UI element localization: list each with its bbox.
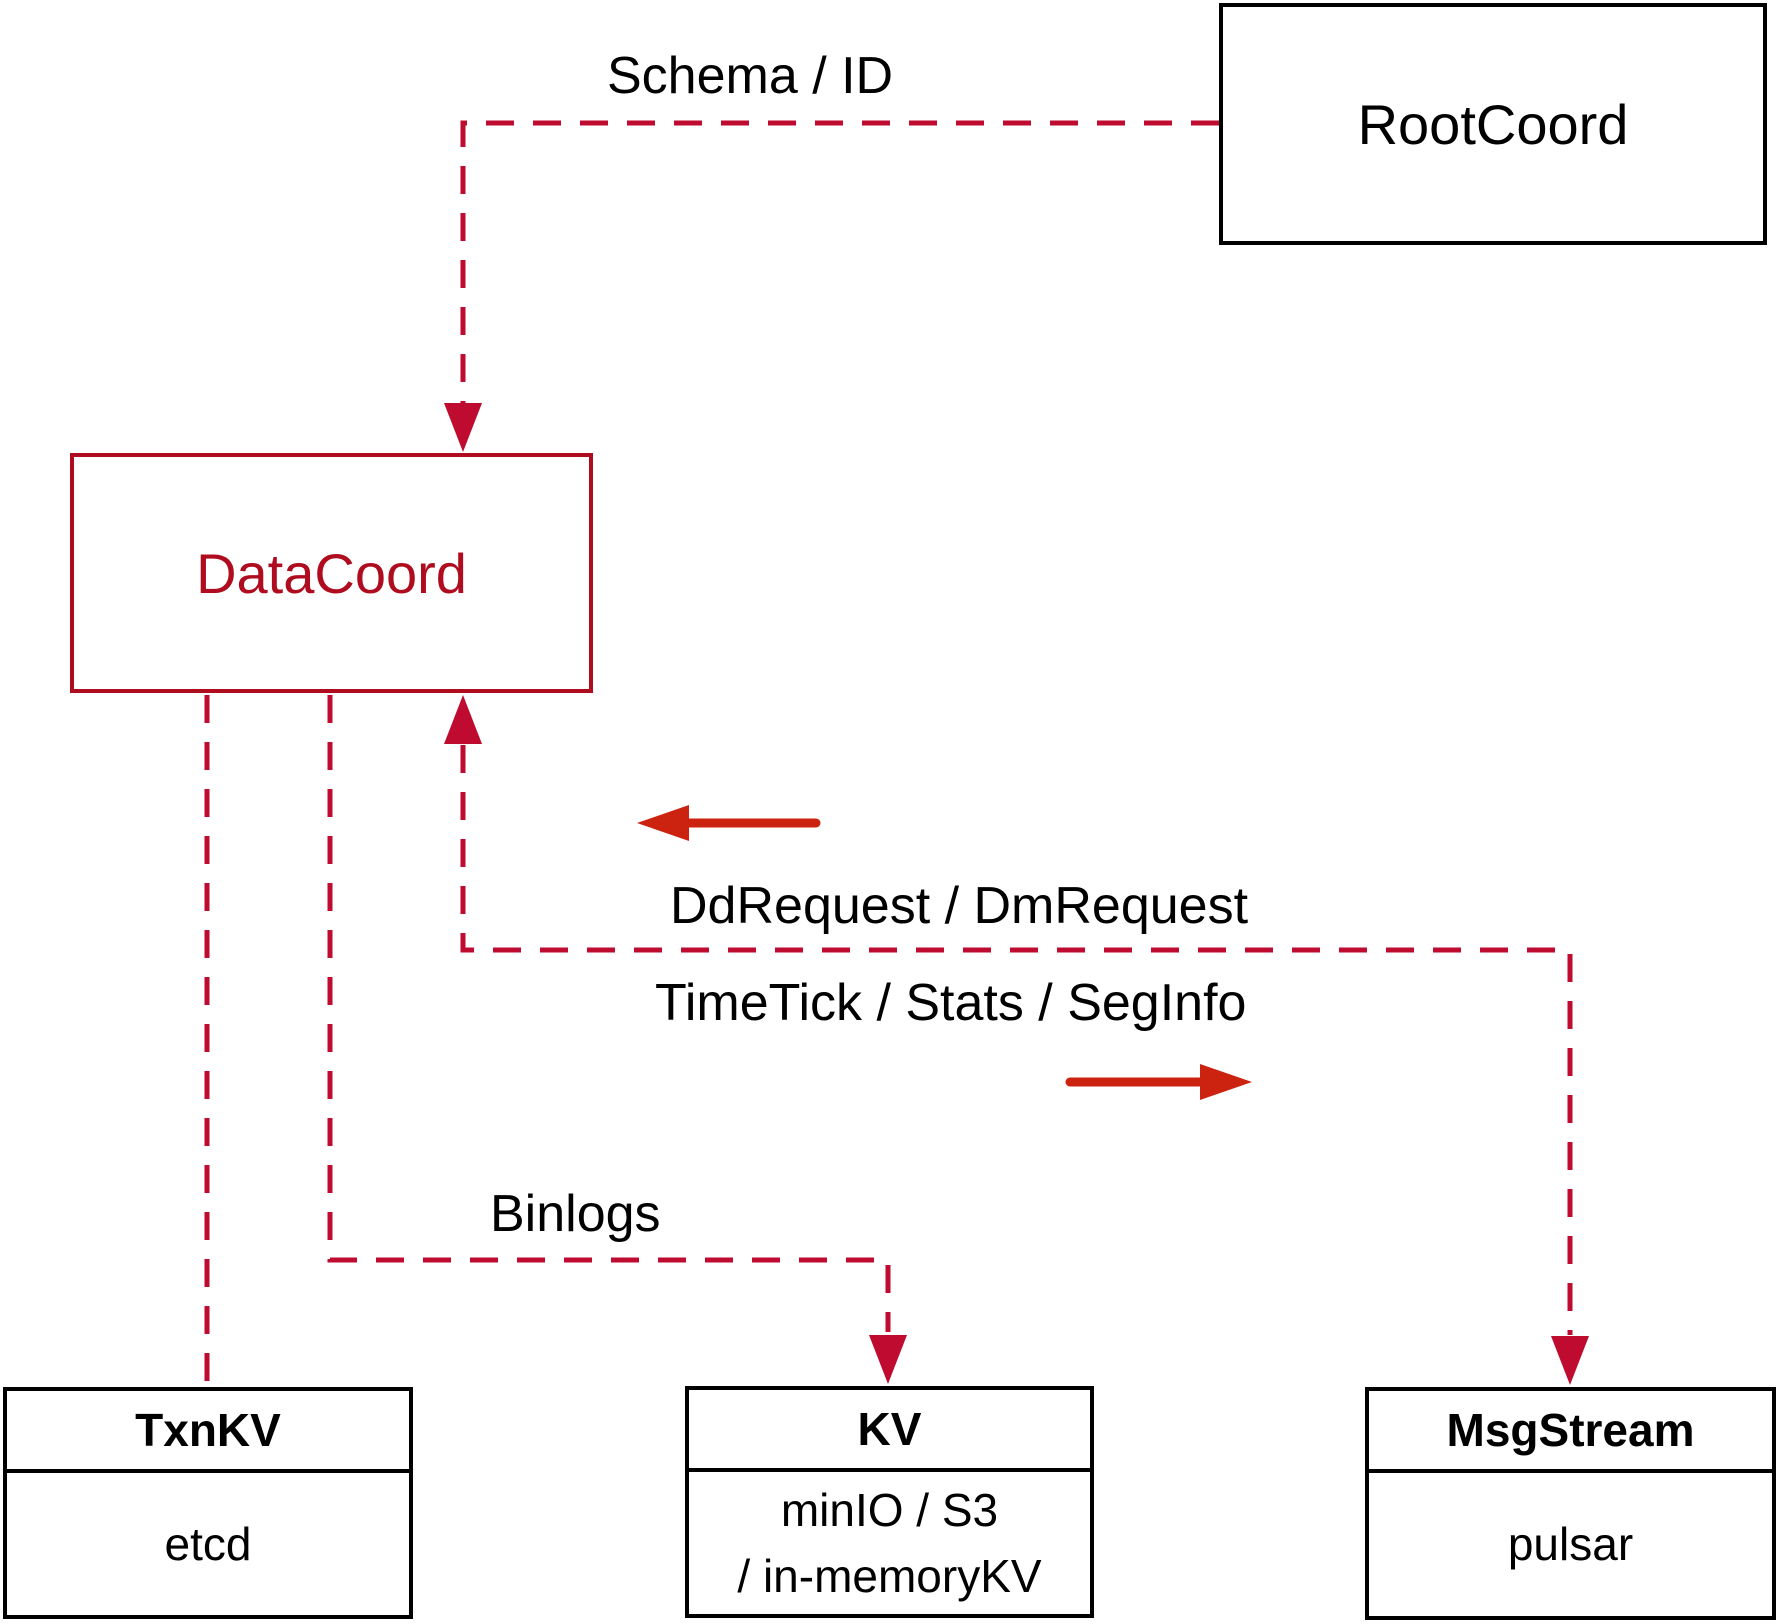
edge-label-schema-id: Schema / ID [607,47,894,105]
kv-node: KV minIO / S3 / in-memoryKV [685,1386,1094,1618]
right-direction-arrow [1065,1064,1252,1100]
binlogs-wire [327,695,891,1332]
txnkv-title: TxnKV [7,1391,409,1473]
left-direction-arrow [637,805,821,841]
datacoord-label: DataCoord [196,541,467,605]
schema-id-wire [460,120,1219,404]
schema-id-arrowhead [444,403,482,452]
kv-detail-line2: / in-memoryKV [737,1550,1042,1602]
edge-label-ddrequest-dmrequest: DdRequest / DmRequest [670,877,1249,935]
txnkv-detail: etcd [164,1517,252,1570]
msgstream-detail: pulsar [1507,1518,1634,1571]
kv-title: KV [689,1390,1090,1472]
kv-down-arrowhead [869,1335,907,1384]
msgstream-down-arrowhead [1551,1336,1589,1385]
datacoord-up-arrowhead [444,695,482,744]
kv-detail-line1: minIO / S3 [780,1483,999,1536]
msgstream-title: MsgStream [1369,1391,1772,1473]
datacoord-node: DataCoord [70,453,593,693]
msgstream-node: MsgStream pulsar [1365,1387,1776,1620]
rootcoord-label: RootCoord [1357,92,1629,156]
datacoord-msgstream-wire [460,745,1573,1335]
edge-label-binlogs: Binlogs [490,1185,661,1243]
rootcoord-node: RootCoord [1219,3,1767,245]
edge-label-timetick-stats-seginfo: TimeTick / Stats / SegInfo [655,974,1247,1032]
txnkv-node: TxnKV etcd [3,1387,413,1619]
